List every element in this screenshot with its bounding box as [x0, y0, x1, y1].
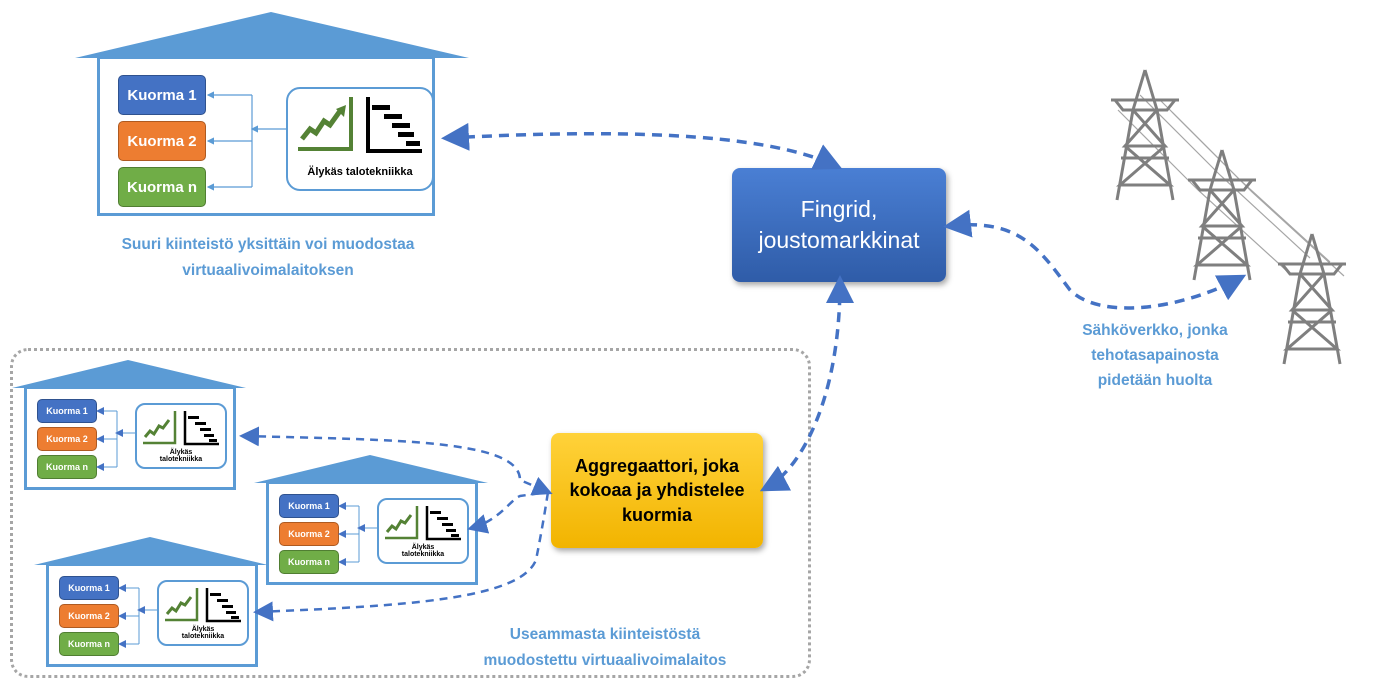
- roof-icon: [75, 12, 469, 58]
- trend-chart-icon: [165, 588, 241, 623]
- load-1-box: Kuorma 1: [279, 494, 339, 518]
- large-building: Kuorma 1 Kuorma 2 Kuorma n: [73, 10, 473, 220]
- small-building-3: Kuorma 1 Kuorma 2 Kuorma n: [32, 535, 272, 670]
- roof-icon: [12, 360, 246, 388]
- load-connectors: [96, 407, 135, 471]
- controller-label: Älykäs talotekniikka: [401, 544, 445, 559]
- load-1-box: Kuorma 1: [37, 399, 97, 423]
- power-pylon-icon: [1111, 69, 1179, 201]
- link-large-building-fingrid: [441, 122, 843, 170]
- group-caption: Useammasta kiinteistöstä muodostettu vir…: [483, 626, 727, 669]
- smart-building-controller: Älykäs talotekniikka: [286, 87, 434, 191]
- large-building-caption: Suuri kiinteistö yksittäin voi muodostaa…: [121, 236, 415, 279]
- load-n-box: Kuorma n: [279, 550, 339, 574]
- gantt-schedule-icon: [205, 588, 241, 623]
- trend-chart-icon: [385, 506, 461, 541]
- load-2-box: Kuorma 2: [37, 427, 97, 451]
- load-connectors: [118, 584, 157, 648]
- load-n-box: Kuorma n: [37, 455, 97, 479]
- load-2-box: Kuorma 2: [118, 121, 206, 161]
- load-n-box: Kuorma n: [118, 167, 206, 207]
- load-n-box: Kuorma n: [59, 632, 119, 656]
- gantt-schedule-icon: [425, 506, 461, 541]
- load-2-box: Kuorma 2: [279, 522, 339, 546]
- trend-chart-icon: [298, 97, 422, 153]
- smart-building-controller: Älykäs talotekniikka: [135, 403, 227, 469]
- load-connectors: [206, 91, 288, 191]
- gantt-schedule-icon: [183, 411, 219, 446]
- trend-chart-icon: [143, 411, 219, 446]
- link-fingrid-grid: [943, 209, 1247, 310]
- smart-building-controller: Älykäs talotekniikka: [377, 498, 469, 564]
- load-connectors: [338, 502, 377, 566]
- small-building-1: Kuorma 1 Kuorma 2 Kuorma n: [10, 358, 250, 493]
- controller-label: Älykäs talotekniikka: [181, 626, 225, 641]
- small-building-2: Kuorma 1 Kuorma 2 Kuorma n: [252, 453, 492, 588]
- load-1-box: Kuorma 1: [118, 75, 206, 115]
- load-2-box: Kuorma 2: [59, 604, 119, 628]
- power-pylon-icon: [1188, 149, 1256, 281]
- roof-icon: [34, 537, 268, 565]
- smart-building-controller: Älykäs talotekniikka: [157, 580, 249, 646]
- gantt-schedule-icon: [366, 97, 422, 153]
- fingrid-flexibility-market: Fingrid,joustomarkkinat: [732, 168, 946, 282]
- load-1-box: Kuorma 1: [59, 576, 119, 600]
- power-pylon-icon: [1278, 233, 1346, 365]
- power-lines: [1117, 94, 1345, 277]
- controller-label: Älykäs talotekniikka: [159, 449, 203, 464]
- controller-label: Älykäs talotekniikka: [307, 166, 413, 178]
- grid-caption: Sähköverkko, jonka tehotasapainosta pide…: [1082, 322, 1228, 389]
